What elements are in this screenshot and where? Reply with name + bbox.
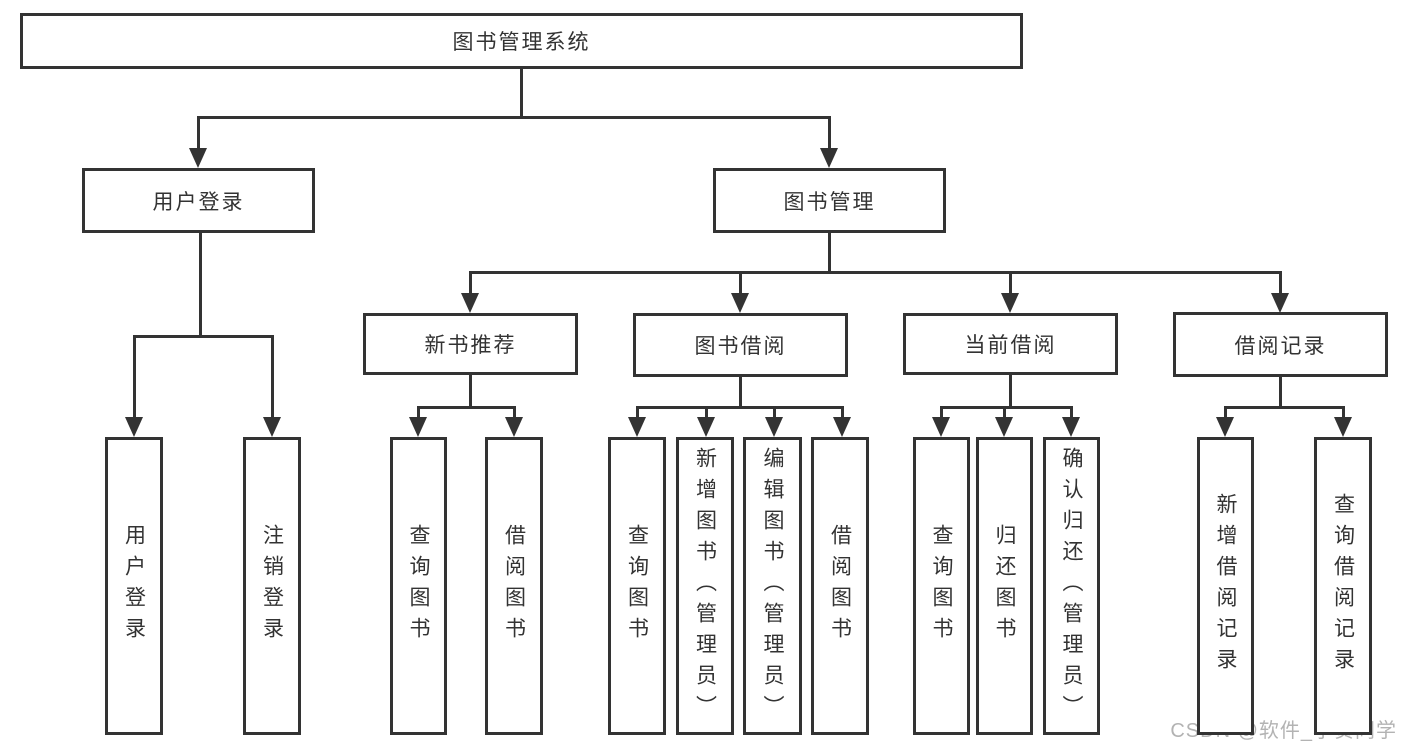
arrowhead-down-icon	[461, 293, 479, 313]
connector-line	[635, 405, 844, 409]
connector-line	[704, 407, 708, 417]
connector-line	[270, 336, 274, 417]
node-borrow-record: 借阅记录	[1173, 312, 1388, 377]
arrowhead-down-icon	[820, 148, 838, 168]
node-book-borrow: 图书借阅	[633, 313, 848, 377]
connector-line	[1002, 407, 1006, 417]
node-login: 用户登录	[105, 437, 163, 735]
connector-line	[132, 334, 274, 338]
connector-line	[635, 407, 639, 417]
arrowhead-down-icon	[765, 417, 783, 437]
connector-line	[416, 405, 516, 409]
node-cb-return: 归还图书	[976, 437, 1033, 735]
connector-line	[1223, 407, 1227, 417]
connector-line	[827, 233, 831, 274]
arrowhead-down-icon	[833, 417, 851, 437]
node-book-mgmt: 图书管理	[713, 168, 946, 233]
connector-line	[1008, 272, 1012, 293]
connector-line	[196, 117, 200, 148]
connector-line	[738, 272, 742, 293]
arrowhead-down-icon	[1271, 293, 1289, 313]
arrowhead-down-icon	[628, 417, 646, 437]
arrowhead-down-icon	[932, 417, 950, 437]
connector-line	[1278, 377, 1282, 409]
arrowhead-down-icon	[505, 417, 523, 437]
connector-line	[772, 407, 776, 417]
node-br-query: 查询借阅记录	[1314, 437, 1372, 735]
node-cb-query: 查询图书	[913, 437, 970, 735]
arrowhead-down-icon	[1001, 293, 1019, 313]
arrowhead-down-icon	[409, 417, 427, 437]
connector-line	[1008, 375, 1012, 409]
node-bb-edit: 编辑图书（管理员）	[743, 437, 802, 735]
connector-line	[512, 407, 516, 417]
arrowhead-down-icon	[125, 417, 143, 437]
arrowhead-down-icon	[189, 148, 207, 168]
connector-line	[1223, 405, 1345, 409]
node-nbr-borrow: 借阅图书	[485, 437, 543, 735]
node-br-add: 新增借阅记录	[1197, 437, 1254, 735]
arrowhead-down-icon	[1062, 417, 1080, 437]
connector-line	[1278, 272, 1282, 293]
node-bb-query: 查询图书	[608, 437, 666, 735]
connector-line	[840, 407, 844, 417]
node-new-book-rec: 新书推荐	[363, 313, 578, 375]
node-bb-borrow: 借阅图书	[811, 437, 869, 735]
arrowhead-down-icon	[1334, 417, 1352, 437]
connector-line	[939, 405, 1073, 409]
arrowhead-down-icon	[263, 417, 281, 437]
connector-line	[1069, 407, 1073, 417]
arrowhead-down-icon	[995, 417, 1013, 437]
connector-line	[416, 407, 420, 417]
connector-line	[519, 69, 523, 119]
connector-line	[738, 377, 742, 409]
connector-line	[939, 407, 943, 417]
connector-line	[468, 375, 472, 409]
connector-line	[468, 272, 472, 293]
node-root: 图书管理系统	[20, 13, 1023, 69]
arrowhead-down-icon	[731, 293, 749, 313]
node-bb-add: 新增图书（管理员）	[676, 437, 734, 735]
arrowhead-down-icon	[1216, 417, 1234, 437]
arrowhead-down-icon	[697, 417, 715, 437]
node-logout: 注销登录	[243, 437, 301, 735]
connector-line	[198, 233, 202, 338]
node-user-login: 用户登录	[82, 168, 315, 233]
node-cb-confirm: 确认归还（管理员）	[1043, 437, 1100, 735]
node-nbr-query: 查询图书	[390, 437, 447, 735]
connector-line	[132, 336, 136, 417]
node-current-borrow: 当前借阅	[903, 313, 1118, 375]
connector-line	[1341, 407, 1345, 417]
connector-line	[468, 270, 1282, 274]
connector-line	[827, 117, 831, 148]
connector-line	[196, 115, 831, 119]
